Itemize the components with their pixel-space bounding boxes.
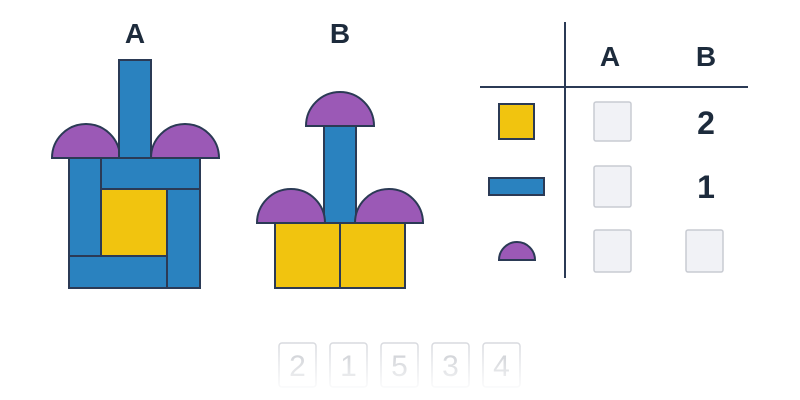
count-table: A B 2 1 [480,22,748,278]
row-rectangle-b-value: 1 [697,169,715,205]
figure-a-center-square [100,188,168,257]
table-header-a: A [600,41,620,72]
semicircle-shape-icon [497,241,537,261]
row-square-a-input[interactable] [593,101,632,142]
figure-b-left-square [274,222,341,289]
figure-a-chimney [118,59,152,159]
figure-b-stem [323,125,357,224]
tiles-fade-overlay [270,340,530,392]
figure-a-frame-bottom [68,255,168,289]
table-header-b: B [696,41,716,72]
figure-b-top-semicircle [304,91,376,127]
figure-a: A [50,18,221,289]
number-tiles: 2 1 5 3 4 [270,340,530,392]
row-semicircle-b-input[interactable] [685,229,724,273]
figure-a-frame-top [100,157,201,190]
row-square-b-value: 2 [697,105,715,141]
row-rectangle-a-input[interactable] [593,165,632,208]
figure-b-label: B [330,18,350,49]
figure-a-frame-left [68,157,102,257]
square-shape-icon [498,103,535,140]
row-semicircle-a-input[interactable] [593,229,632,273]
figure-b-right-square [339,222,406,289]
figure-b-right-semicircle [353,188,425,224]
rectangle-shape-icon [488,177,545,196]
figure-a-label: A [125,18,145,49]
figure-a-right-semicircle [149,123,221,159]
figure-b-left-semicircle [255,188,327,224]
figure-b: B [255,18,425,289]
figure-a-left-semicircle [50,123,122,159]
figure-a-frame-right [166,188,201,289]
